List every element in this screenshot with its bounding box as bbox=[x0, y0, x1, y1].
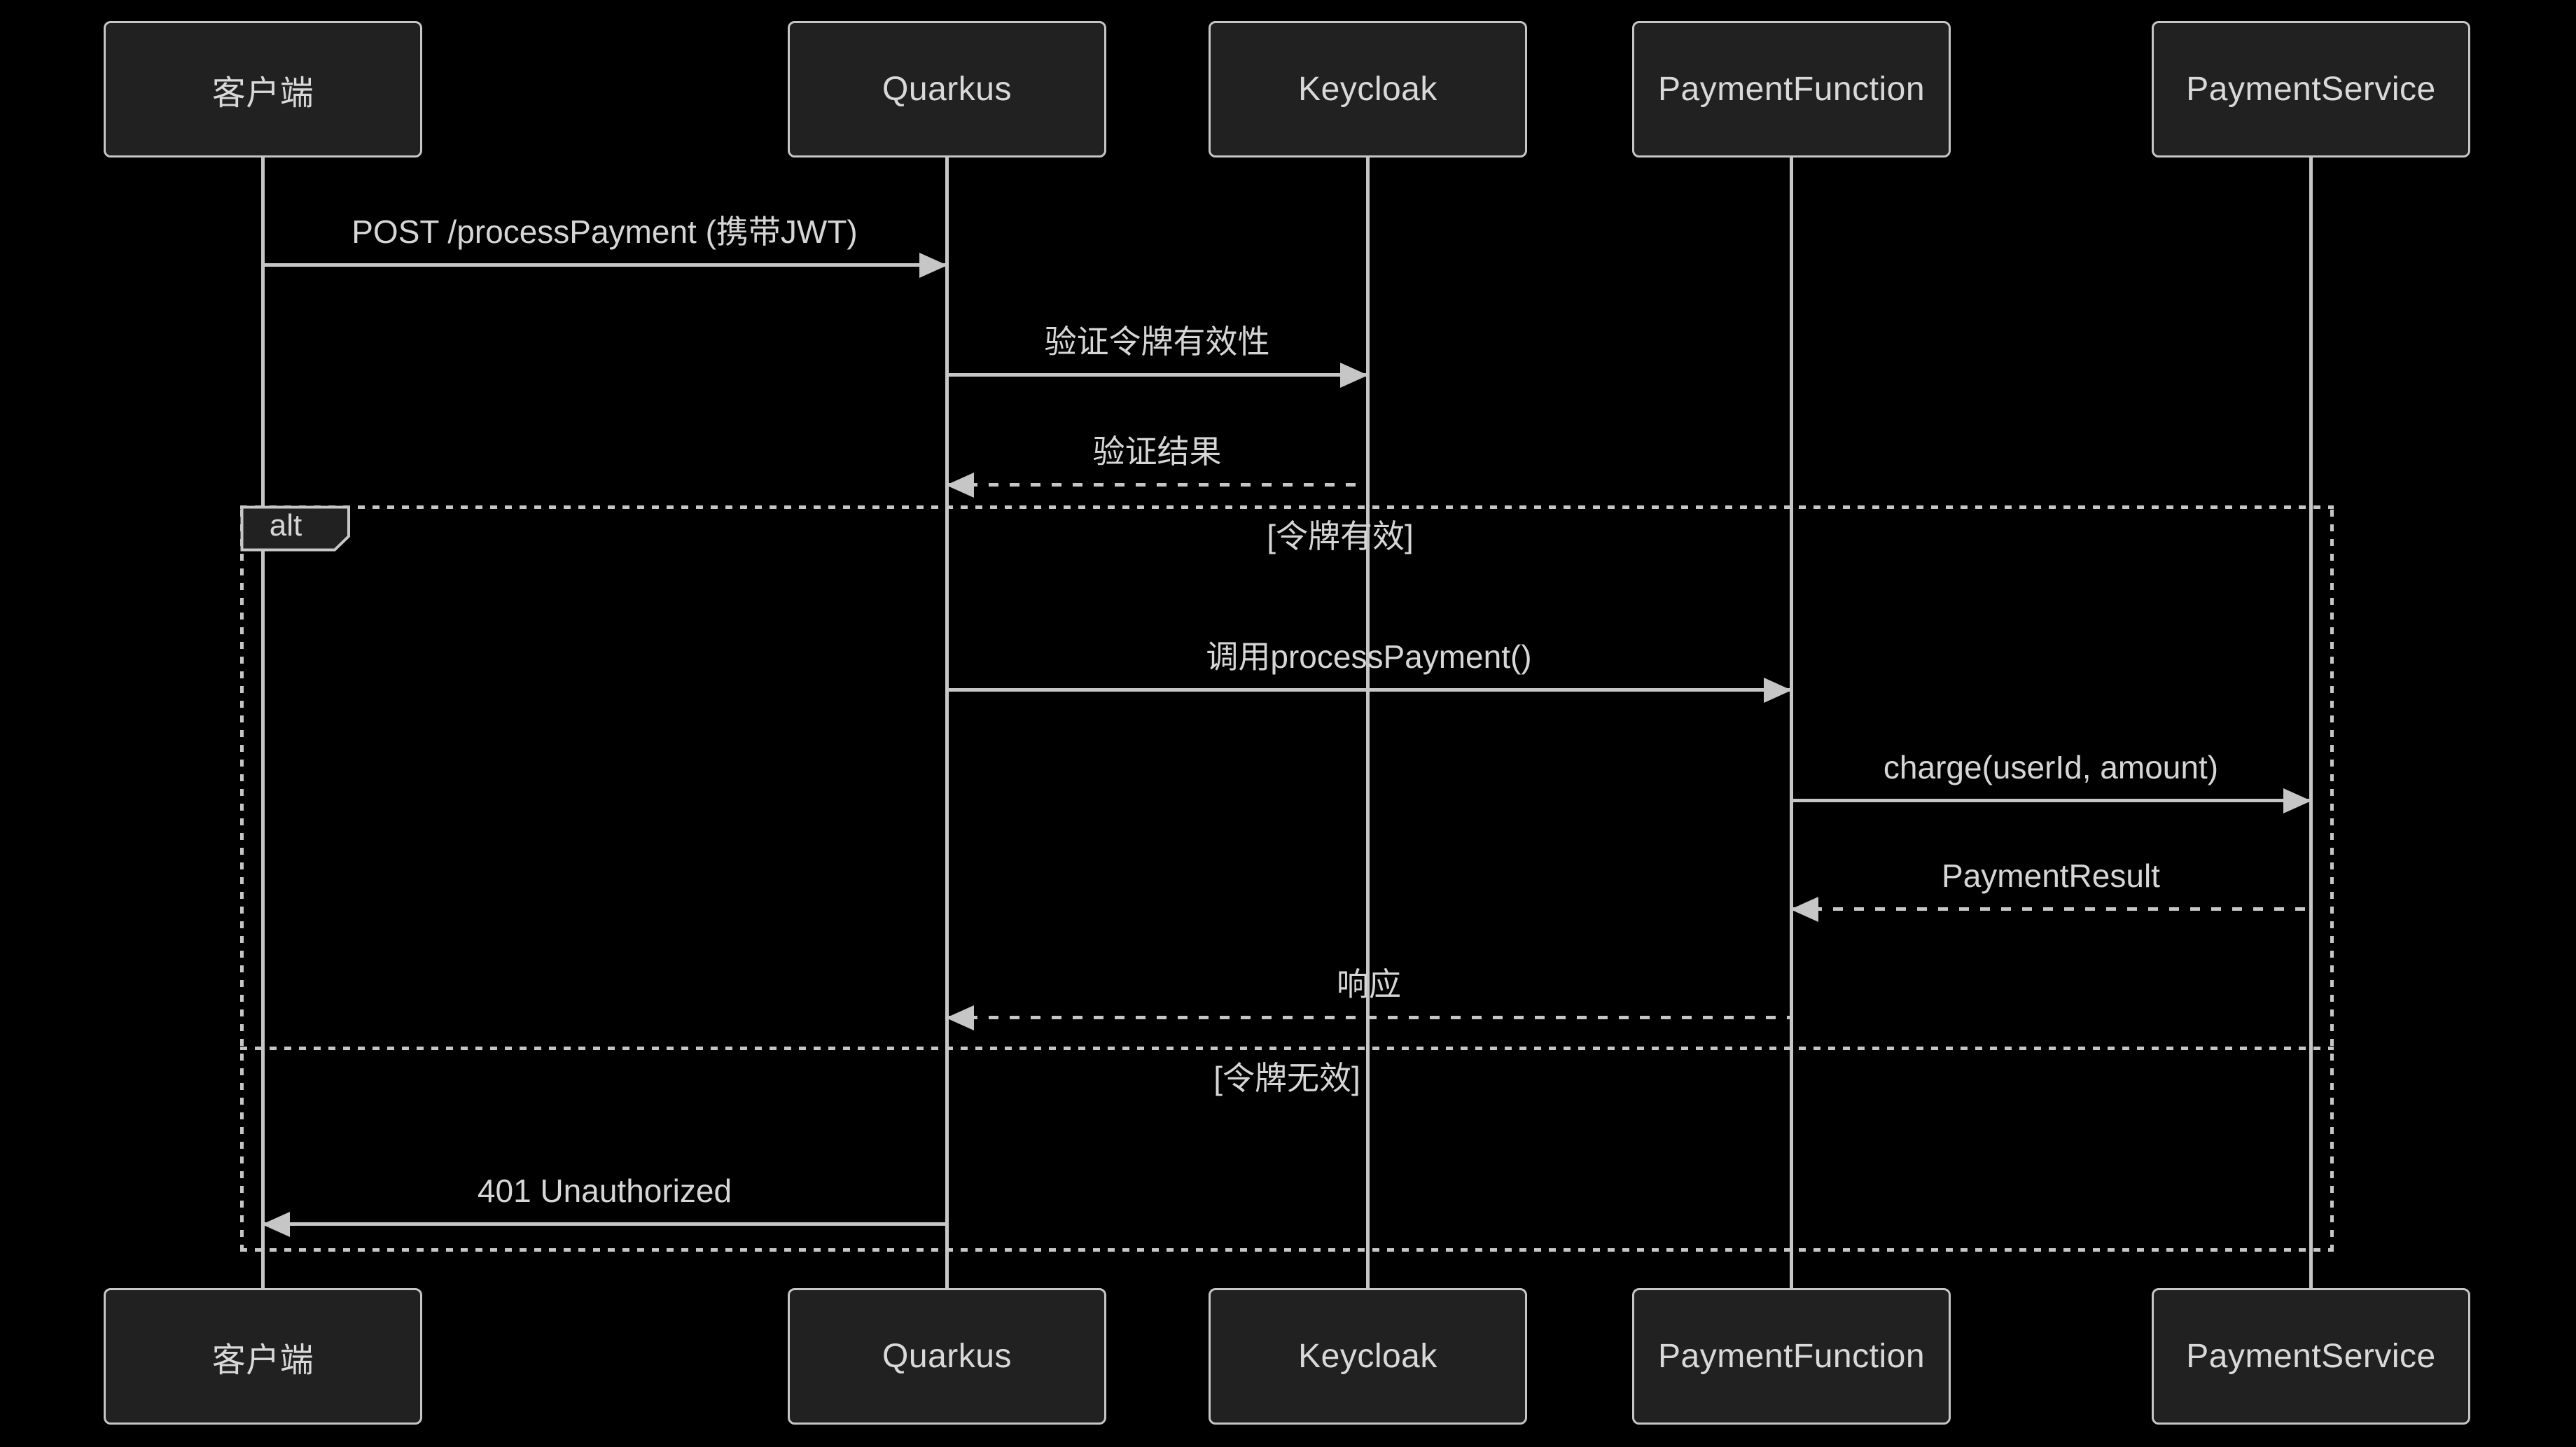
message-post-processpayment: POST /processPayment (携带JWT) bbox=[263, 212, 947, 303]
participant-label-keycloak: Keycloak bbox=[1298, 71, 1437, 108]
participant-box-client-bottom: 客户端 bbox=[104, 1288, 422, 1425]
message-label: 调用processPayment() bbox=[1206, 638, 1532, 675]
arrowhead-left-icon bbox=[946, 1005, 974, 1030]
participant-label-paymentfunction: PaymentFunction bbox=[1657, 1338, 1926, 1375]
participant-label-quarkus: Quarkus bbox=[882, 71, 1012, 108]
participant-box-quarkus-top: Quarkus bbox=[788, 21, 1106, 158]
message-label: POST /processPayment (携带JWT) bbox=[351, 214, 858, 250]
message-validate-token: 验证令牌有效性 bbox=[947, 322, 1368, 413]
participant-box-keycloak-top: Keycloak bbox=[1209, 21, 1527, 158]
message-response: 响应 bbox=[946, 965, 1791, 1056]
participant-label-paymentservice: PaymentService bbox=[2186, 1338, 2436, 1375]
alt-else-divider bbox=[240, 1047, 2334, 1050]
message-label: 401 Unauthorized bbox=[477, 1173, 732, 1209]
message-label: charge(userId, amount) bbox=[1883, 749, 2219, 785]
message-401-unauthorized: 401 Unauthorized bbox=[262, 1171, 947, 1262]
message-return-line bbox=[947, 483, 1367, 487]
message-arrow-line bbox=[263, 263, 947, 267]
alt-condition-token-valid: [令牌有效] bbox=[1267, 518, 1414, 554]
alt-label: alt bbox=[240, 505, 351, 552]
message-label: PaymentResult bbox=[1942, 858, 2160, 894]
message-arrow-line bbox=[947, 688, 1791, 692]
message-label: 响应 bbox=[1337, 966, 1401, 1002]
participant-box-keycloak-bottom: Keycloak bbox=[1209, 1288, 1527, 1425]
arrowhead-right-icon bbox=[1340, 363, 1368, 388]
message-arrow-line bbox=[263, 1222, 947, 1226]
message-label: 验证结果 bbox=[1092, 433, 1222, 470]
participant-box-paymentservice-bottom: PaymentService bbox=[2152, 1288, 2470, 1425]
message-return-line bbox=[947, 1016, 1791, 1019]
arrowhead-left-icon bbox=[946, 473, 974, 498]
message-return-line bbox=[1791, 907, 2311, 911]
participant-box-quarkus-bottom: Quarkus bbox=[788, 1288, 1106, 1425]
arrowhead-right-icon bbox=[2283, 788, 2311, 813]
arrowhead-right-icon bbox=[919, 253, 947, 278]
participant-label-paymentfunction: PaymentFunction bbox=[1657, 71, 1926, 108]
alt-label-text: alt bbox=[269, 508, 302, 543]
participant-box-paymentfunction-top: PaymentFunction bbox=[1632, 21, 1951, 158]
alt-fragment-frame bbox=[240, 505, 2334, 1252]
alt-condition-token-invalid: [令牌无效] bbox=[1213, 1060, 1360, 1096]
participant-label-quarkus: Quarkus bbox=[882, 1338, 1012, 1375]
participant-label-paymentservice: PaymentService bbox=[2186, 71, 2436, 108]
message-call-processpayment: 调用processPayment() bbox=[947, 637, 1792, 728]
message-label: 验证令牌有效性 bbox=[1044, 323, 1270, 360]
arrowhead-left-icon bbox=[1790, 897, 1818, 922]
alt-label-shape bbox=[240, 505, 350, 552]
message-validation-result: 验证结果 bbox=[946, 432, 1367, 523]
participant-label-client: 客户端 bbox=[211, 1341, 314, 1379]
message-paymentresult: PaymentResult bbox=[1790, 856, 2311, 947]
arrowhead-right-icon bbox=[1764, 678, 1792, 703]
participant-label-keycloak: Keycloak bbox=[1298, 1338, 1437, 1375]
participant-label-client: 客户端 bbox=[211, 74, 314, 112]
message-arrow-line bbox=[947, 373, 1367, 377]
arrowhead-left-icon bbox=[262, 1212, 290, 1237]
message-charge: charge(userId, amount) bbox=[1791, 748, 2311, 839]
message-arrow-line bbox=[1791, 799, 2311, 802]
participant-box-paymentfunction-bottom: PaymentFunction bbox=[1632, 1288, 1951, 1425]
participant-box-client-top: 客户端 bbox=[104, 21, 422, 158]
participant-box-paymentservice-top: PaymentService bbox=[2152, 21, 2470, 158]
